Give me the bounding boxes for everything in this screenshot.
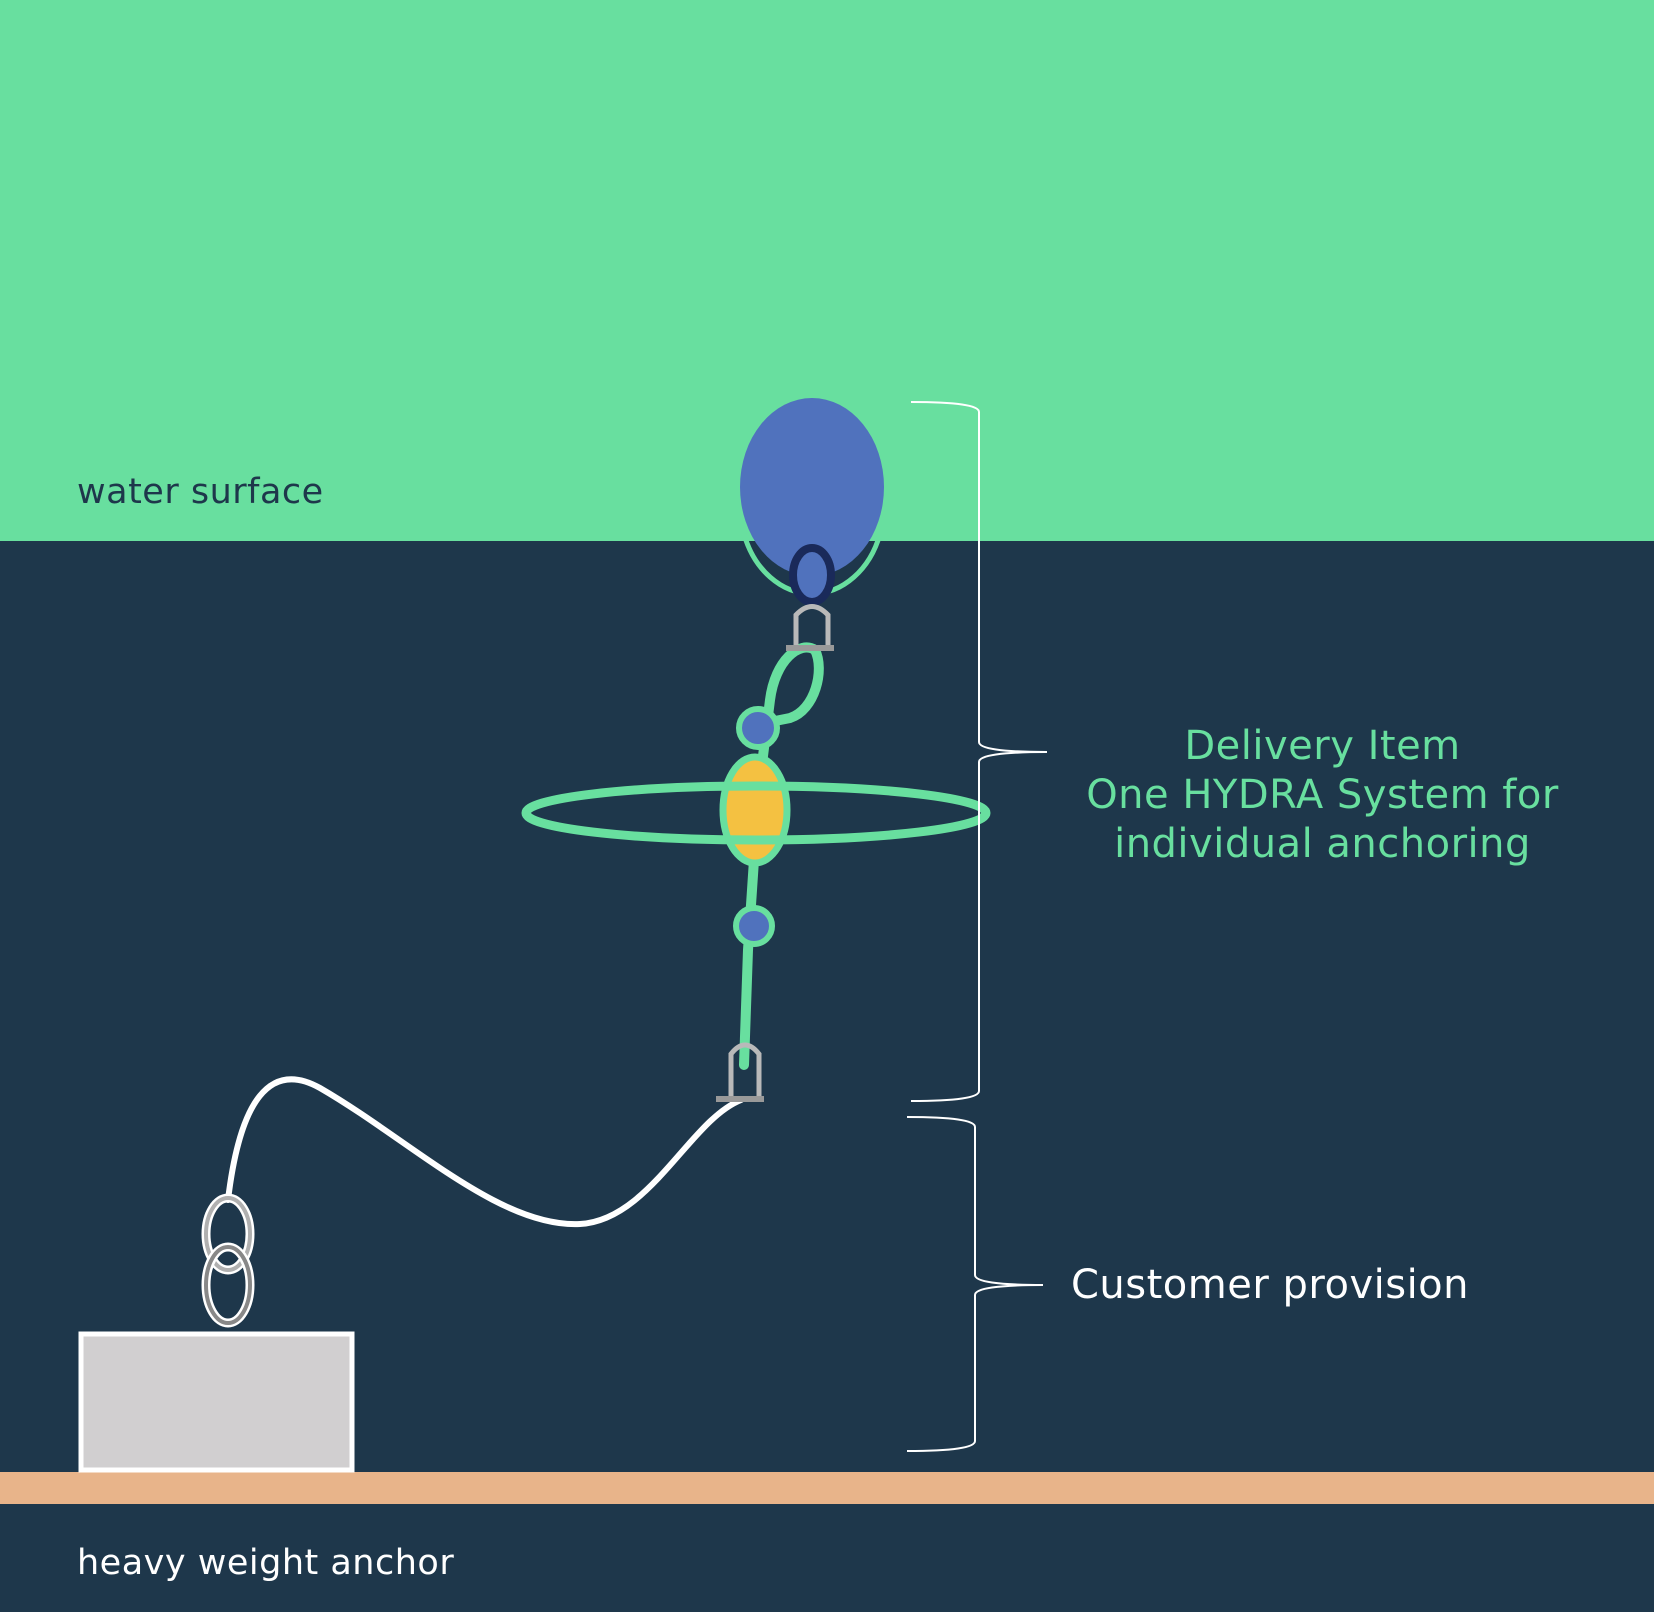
water-surface-label: water surface: [77, 472, 324, 512]
delivery-item-line-2: One HYDRA System for: [1086, 772, 1559, 818]
delivery-item-line-3: individual anchoring: [1114, 821, 1531, 867]
delivery-item-label: Delivery Item One HYDRA System for indiv…: [1040, 722, 1605, 869]
hydra-ring: [521, 781, 991, 845]
surface-buoy: [740, 398, 884, 576]
chain-links: [201, 1193, 255, 1328]
seabed-band: [0, 1472, 1654, 1504]
lower-small-float: [733, 905, 775, 947]
customer-brace: [906, 1116, 1044, 1452]
anchor-block: [78, 1331, 355, 1473]
delivery-brace: [910, 401, 1048, 1102]
main-float: [719, 753, 791, 867]
customer-rope: [225, 1076, 744, 1228]
customer-provision-label: Customer provision: [1071, 1262, 1470, 1308]
bottom-shackle-icon: [716, 1042, 764, 1102]
buoy-eye-icon: [789, 544, 835, 606]
top-shackle-icon: [786, 604, 834, 651]
delivery-item-line-1: Delivery Item: [1184, 723, 1461, 769]
heavy-weight-anchor-label: heavy weight anchor: [77, 1543, 455, 1583]
upper-small-float: [736, 706, 780, 750]
